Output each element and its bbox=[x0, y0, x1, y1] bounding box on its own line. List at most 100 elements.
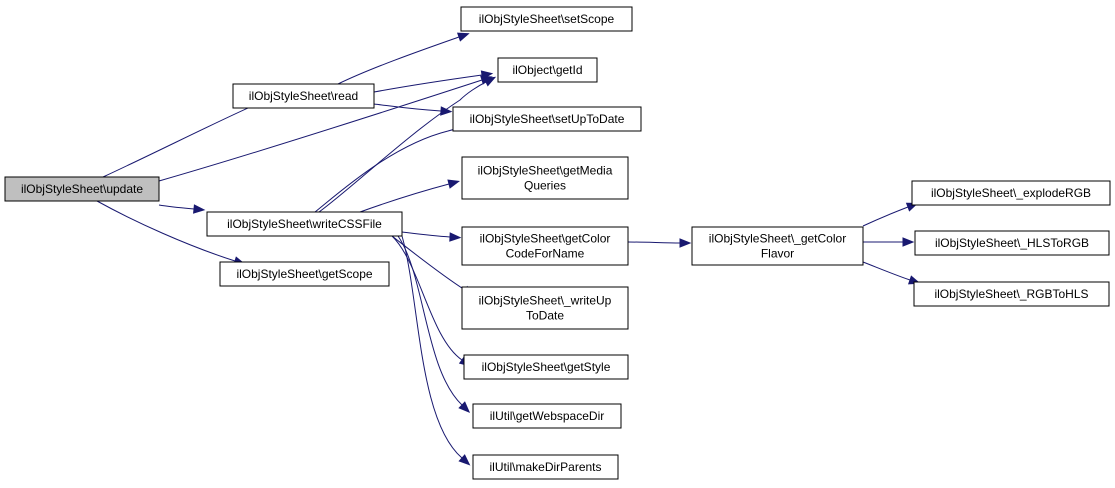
node-box bbox=[452, 106, 642, 132]
edge-line bbox=[158, 79, 483, 182]
node-box bbox=[911, 180, 1111, 206]
node-label: ilObjStyleSheet\getMedia bbox=[478, 164, 613, 178]
node-getId[interactable]: ilObject\getId bbox=[497, 57, 598, 83]
edge-line bbox=[627, 241, 681, 244]
node-getStyle[interactable]: ilObjStyleSheet\getStyle bbox=[463, 354, 629, 380]
node-setUpToDate[interactable]: ilObjStyleSheet\setUpToDate bbox=[452, 106, 642, 132]
edge-read-to-setUpToDate bbox=[373, 103, 453, 116]
node-getWebspaceDir[interactable]: ilUtil\getWebspaceDir bbox=[472, 403, 622, 429]
edge-line bbox=[401, 235, 463, 459]
node-label: ilObjStyleSheet\_explodeRGB bbox=[931, 186, 1091, 200]
node-box bbox=[461, 226, 629, 266]
node-box bbox=[472, 403, 622, 429]
node-label: ilObjStyleSheet\setScope bbox=[479, 12, 615, 26]
node-box bbox=[913, 281, 1110, 307]
nodes-layer: ilObjStyleSheet\update ilObjStyleSheet\re… bbox=[4, 6, 1111, 480]
edge-line bbox=[102, 103, 258, 178]
node-RGBToHLS[interactable]: ilObjStyleSheet\_RGBToHLS bbox=[913, 281, 1110, 307]
edge-read-to-getId bbox=[373, 70, 494, 93]
node-box bbox=[691, 226, 864, 266]
node-label: CodeForName bbox=[506, 247, 585, 261]
node-label: ilObjStyleSheet\update bbox=[21, 182, 143, 196]
node-setScope[interactable]: ilObjStyleSheet\setScope bbox=[460, 6, 633, 32]
edge-writeCSSFile-to-getWebspaceDir bbox=[397, 235, 471, 413]
edge-line bbox=[337, 36, 460, 85]
edge-writeCSSFile-to-getMediaQueries bbox=[359, 179, 460, 213]
node-getScope[interactable]: ilObjStyleSheet\getScope bbox=[219, 261, 390, 287]
node-label: ilObjStyleSheet\writeCSSFile bbox=[227, 217, 382, 231]
arrow-head bbox=[458, 401, 471, 413]
arrow-head bbox=[447, 179, 460, 189]
edge-line bbox=[359, 183, 450, 213]
node-label: ilObjStyleSheet\getColor bbox=[480, 232, 611, 246]
edge-writeCSSFile-to-getColorCodeForName bbox=[401, 231, 462, 242]
node-label: ilObjStyleSheet\_writeUp bbox=[479, 294, 612, 308]
edge-line bbox=[96, 200, 236, 262]
arrow-head bbox=[449, 232, 462, 242]
arrow-head bbox=[902, 237, 915, 247]
edge-line bbox=[397, 235, 463, 406]
edge-line bbox=[862, 261, 911, 281]
node-label: ilObjStyleSheet\read bbox=[249, 89, 358, 103]
node-box bbox=[460, 6, 633, 32]
node-update[interactable]: ilObjStyleSheet\update bbox=[4, 176, 160, 202]
node-label: ToDate bbox=[526, 309, 564, 323]
edge-getColorFlavor-to-explodeRGB bbox=[862, 202, 919, 227]
edge-line bbox=[373, 74, 483, 93]
node-box bbox=[461, 156, 629, 200]
arrow-head bbox=[193, 204, 206, 214]
node-box bbox=[472, 454, 619, 480]
edge-update-to-writeCSSFile bbox=[158, 204, 206, 214]
edge-line bbox=[314, 125, 475, 213]
edge-update-to-read bbox=[102, 99, 268, 178]
edge-line bbox=[862, 206, 909, 227]
arrow-head bbox=[440, 106, 453, 116]
node-box bbox=[463, 354, 629, 380]
edges-layer bbox=[96, 32, 921, 466]
edge-read-to-setScope bbox=[337, 32, 470, 85]
node-label: ilObjStyleSheet\getStyle bbox=[482, 360, 611, 374]
node-label: Queries bbox=[524, 179, 566, 193]
edge-writeCSSFile-to-makeDirParents bbox=[401, 235, 471, 466]
node-label: ilUtil\makeDirParents bbox=[489, 460, 601, 474]
arrow-head bbox=[458, 454, 471, 466]
edge-line bbox=[158, 204, 195, 210]
arrow-head bbox=[483, 76, 497, 87]
node-box bbox=[914, 230, 1110, 256]
node-label: ilObjStyleSheet\_getColor bbox=[709, 232, 846, 246]
node-HLSToRGB[interactable]: ilObjStyleSheet\_HLSToRGB bbox=[914, 230, 1110, 256]
node-label: ilUtil\getWebspaceDir bbox=[490, 409, 605, 423]
arrow-head bbox=[480, 70, 494, 80]
node-makeDirParents[interactable]: ilUtil\makeDirParents bbox=[472, 454, 619, 480]
edge-writeCSSFile-to-getStyle bbox=[391, 235, 472, 367]
node-label: ilObject\getId bbox=[512, 63, 582, 77]
node-read[interactable]: ilObjStyleSheet\read bbox=[232, 83, 375, 109]
arrow-head bbox=[456, 32, 470, 42]
edge-line bbox=[373, 103, 442, 112]
node-label: Flavor bbox=[761, 247, 794, 261]
node-explodeRGB[interactable]: ilObjStyleSheet\_explodeRGB bbox=[911, 180, 1111, 206]
node-label: ilObjStyleSheet\getScope bbox=[236, 267, 372, 281]
node-label: ilObjStyleSheet\_RGBToHLS bbox=[934, 287, 1088, 301]
edge-line bbox=[391, 235, 463, 361]
edge-line bbox=[401, 231, 451, 238]
arrow-head bbox=[679, 238, 692, 248]
edge-line bbox=[391, 235, 466, 291]
node-label: ilObjStyleSheet\setUpToDate bbox=[470, 112, 625, 126]
node-box bbox=[219, 261, 390, 287]
node-box bbox=[461, 286, 629, 330]
edge-writeCSSFile-to-getId bbox=[318, 76, 497, 213]
edge-getColorCodeForName-to-getColorFlavor bbox=[627, 238, 692, 248]
node-box bbox=[232, 83, 375, 109]
node-writeCSSFile[interactable]: ilObjStyleSheet\writeCSSFile bbox=[206, 211, 403, 237]
edge-getColorFlavor-to-RGBToHLS bbox=[862, 261, 921, 285]
node-box bbox=[4, 176, 160, 202]
node-label: ilObjStyleSheet\_HLSToRGB bbox=[935, 236, 1089, 250]
edge-getColorFlavor-to-HLSToRGB bbox=[862, 237, 915, 247]
edge-line bbox=[318, 81, 487, 213]
